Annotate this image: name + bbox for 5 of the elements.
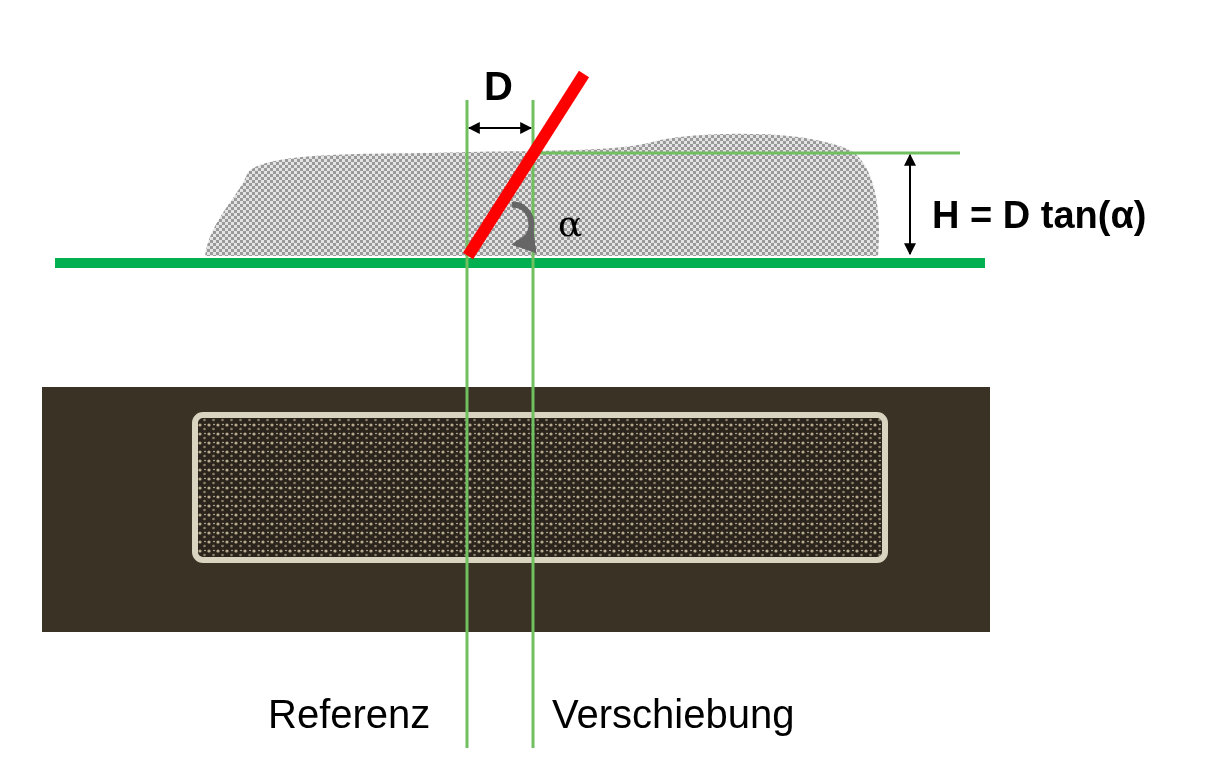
angle-label: α (558, 206, 583, 242)
line-label: Verschiebung (552, 694, 795, 734)
line-label: Referenz (268, 694, 431, 734)
formula-label: H = D tan(α) (932, 196, 1147, 234)
dimension-label: D (484, 66, 513, 106)
